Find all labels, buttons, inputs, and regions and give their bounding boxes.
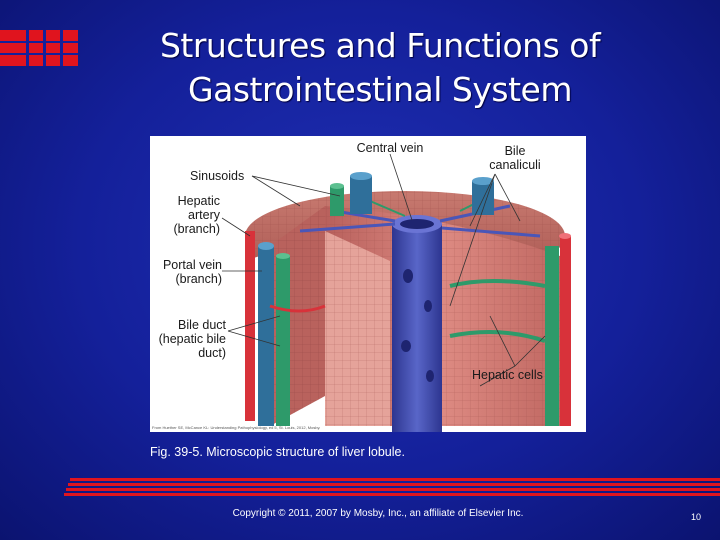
page-number: 10 [690, 512, 701, 522]
figure-credit: From Huether SE, McCance KL: Understandi… [152, 425, 321, 430]
label-bile-canaliculi: Bile canaliculi [489, 144, 541, 172]
slide-title: Structures and Functions of Gastrointest… [120, 24, 640, 112]
label-portal-vein: Portal vein (branch) [162, 258, 222, 286]
copyright-notice: Copyright © 2011, 2007 by Mosby, Inc., a… [232, 508, 524, 519]
label-hepatic-cells: Hepatic cells [472, 368, 543, 382]
label-sinusoids: Sinusoids [190, 169, 245, 183]
label-hepatic-artery: Hepatic artery (branch) [173, 194, 220, 236]
figure-caption: Fig. 39-5. Microscopic structure of live… [150, 445, 405, 459]
liver-lobule-figure: Central vein Bile canaliculi Sinusoids H… [150, 136, 586, 432]
label-bile-duct: Bile duct (hepatic bile duct) [158, 318, 226, 360]
red-bars-logo-icon [0, 30, 78, 66]
title-line-2: Gastrointestinal System [188, 70, 572, 109]
label-central-vein: Central vein [356, 141, 424, 155]
footer-stripes [64, 478, 720, 496]
title-line-1: Structures and Functions of [159, 26, 601, 65]
liver-lobule-illustration [221, 153, 571, 432]
